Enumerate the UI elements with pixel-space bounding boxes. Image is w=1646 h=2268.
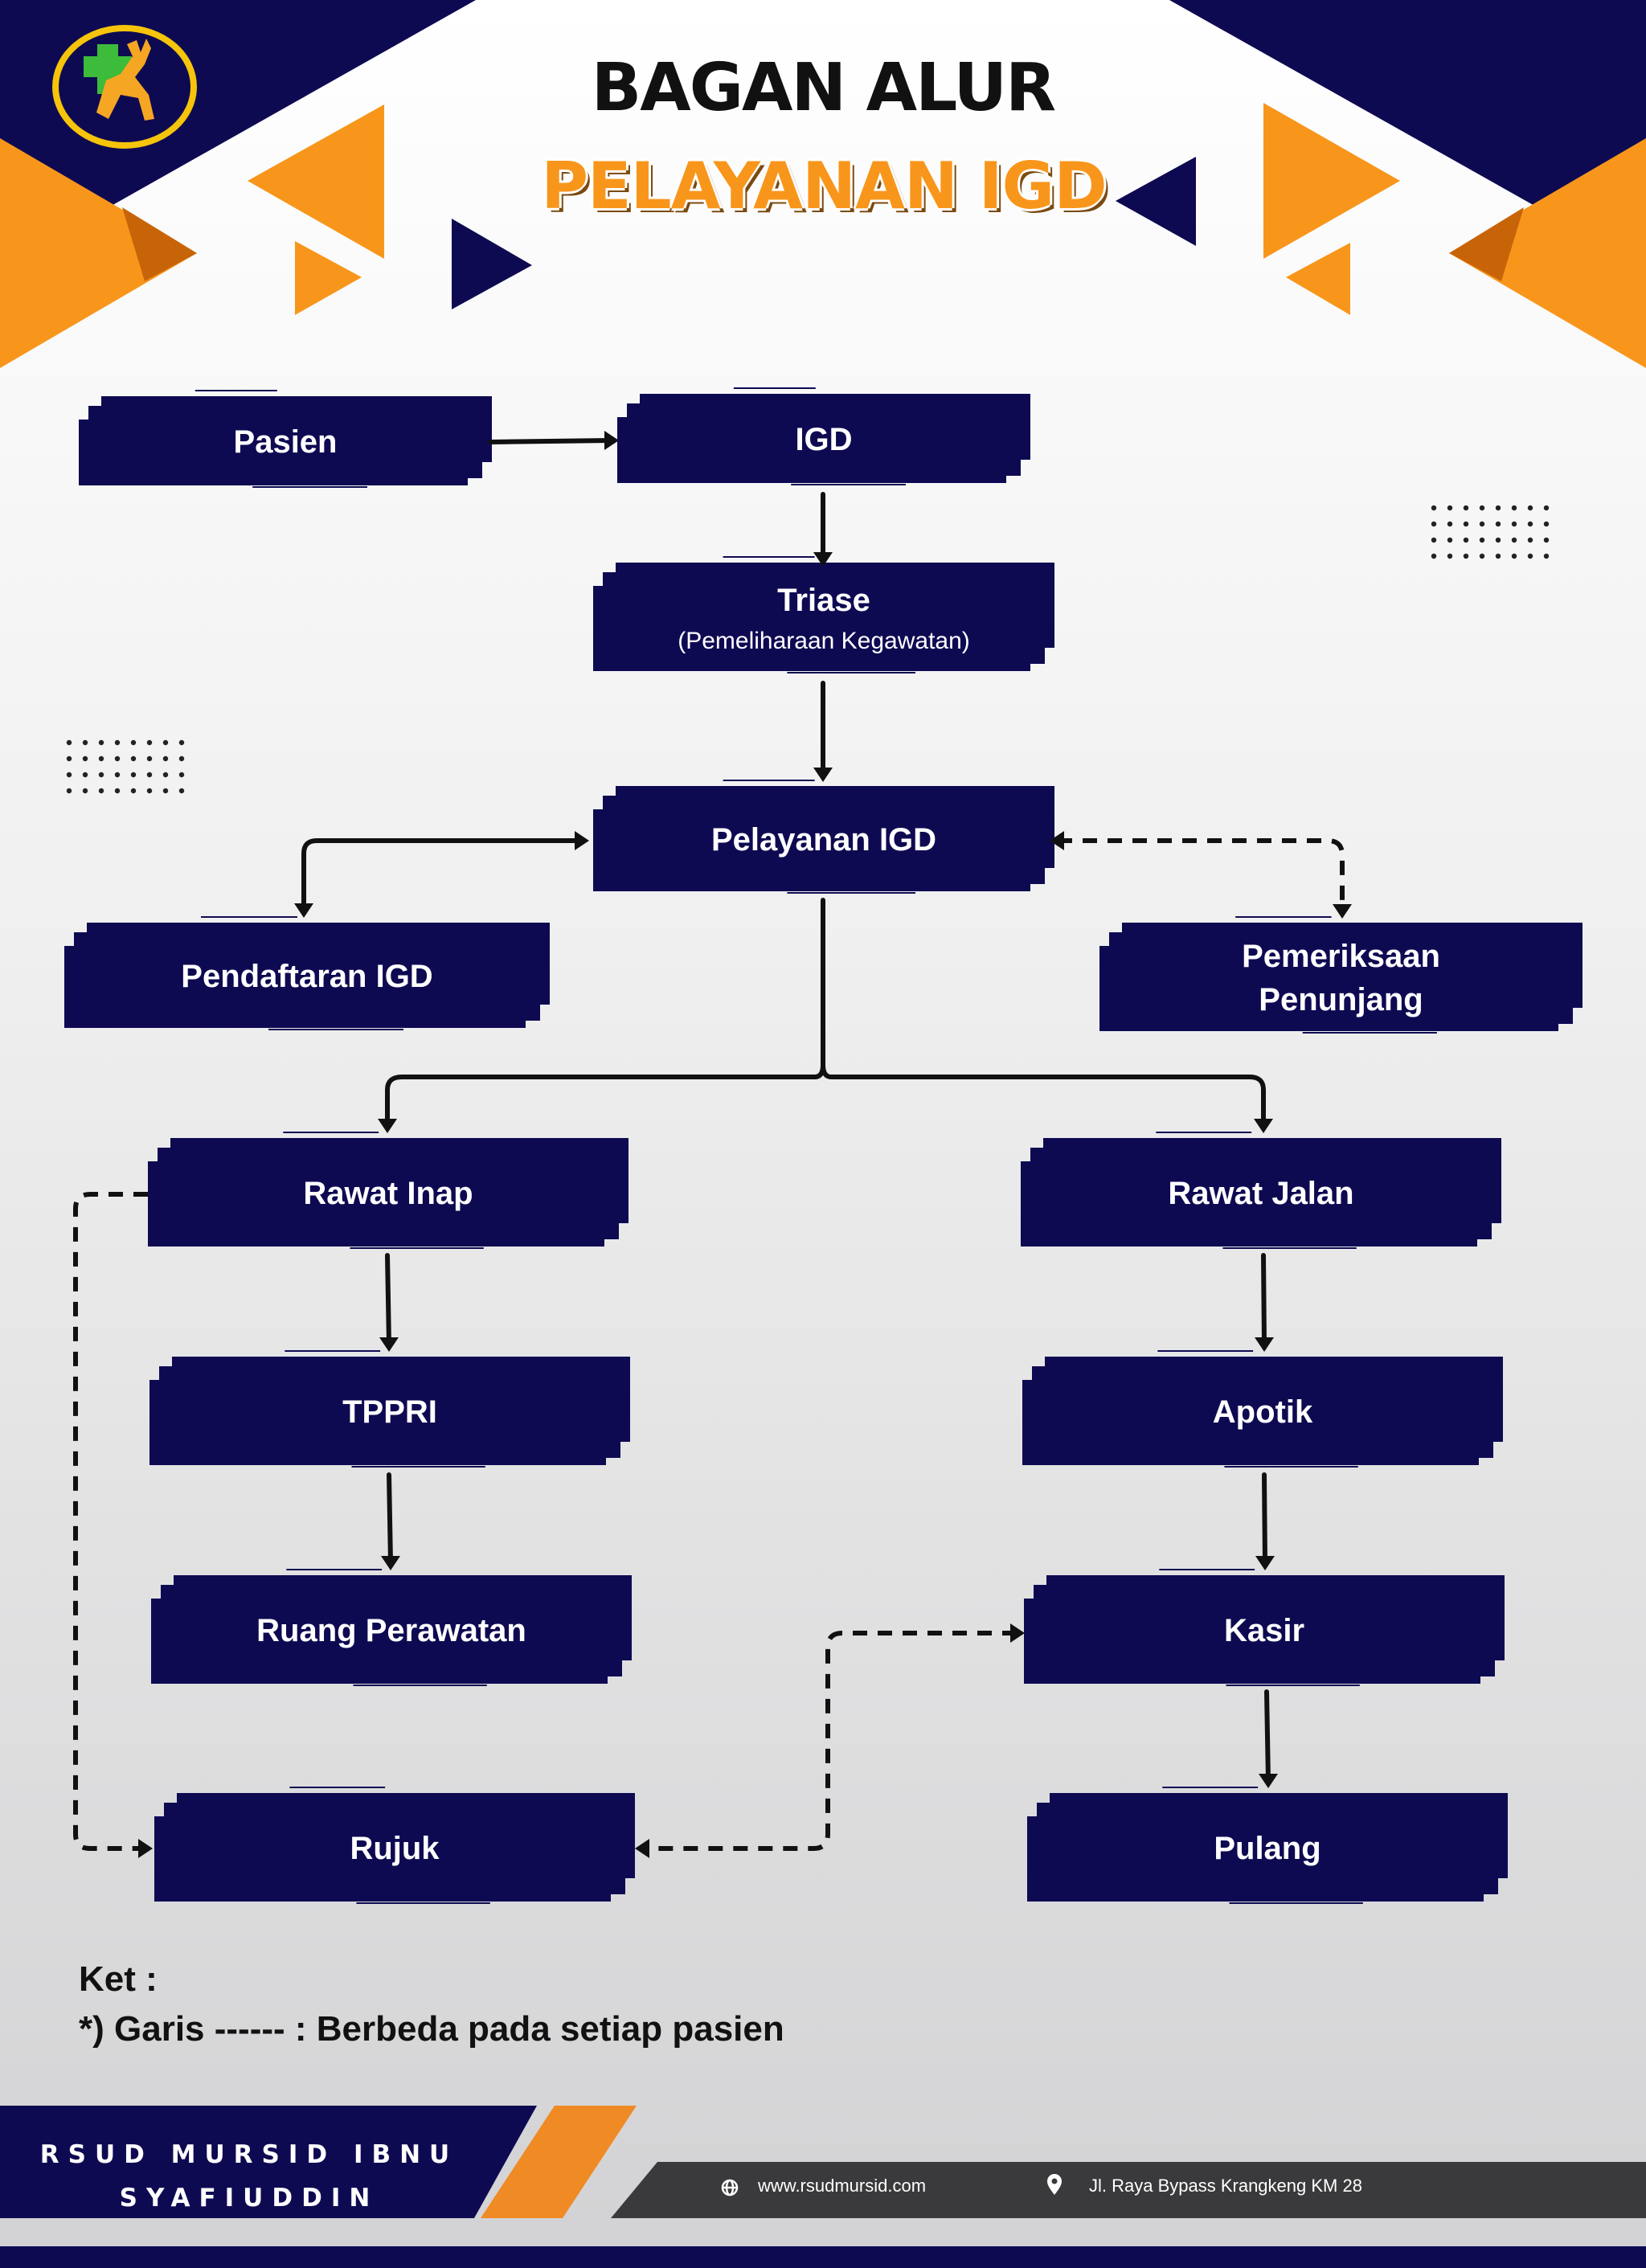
connector-rawat-inap-tppri [385, 1253, 391, 1346]
node-box-shape [148, 1132, 629, 1249]
node-box-shape [1099, 916, 1583, 1034]
node-box-shape [154, 1787, 635, 1904]
location-pin-icon [1047, 2174, 1062, 2195]
node-pulang: Pulang [1029, 1799, 1506, 1898]
node-apotik-label: Apotik [1212, 1394, 1313, 1430]
connector-dashed-rujuk-left [73, 1192, 148, 1851]
legend-note: *) Garis ------ : Berbeda pada setiap pa… [79, 2009, 784, 2049]
node-box-shape [151, 1569, 632, 1686]
node-pasien-label: Pasien [233, 424, 338, 460]
node-triase: Triase (Pemeliharaan Kegawatan) [595, 568, 1053, 668]
node-triase-sublabel: (Pemeliharaan Kegawatan) [678, 627, 970, 654]
node-box-shape [1024, 1569, 1505, 1686]
node-box-shape [617, 387, 1030, 485]
node-pelayanan-igd: Pelayanan IGD [595, 792, 1053, 888]
node-box-shape [64, 916, 550, 1030]
node-box-shape [1022, 1350, 1503, 1468]
connector-tppri-ruang [387, 1472, 393, 1565]
connector-dashed-penunjang [1058, 838, 1345, 911]
node-box-shape [593, 556, 1054, 673]
globe-icon [721, 2179, 739, 2196]
node-box-shape [1027, 1787, 1508, 1904]
page-subtitle: PELAYANAN IGD [541, 149, 1107, 223]
node-kasir-label: Kasir [1223, 1613, 1305, 1648]
page-title: BAGAN ALUR [591, 50, 1056, 126]
node-box-shape [1021, 1132, 1501, 1249]
connector-dashed-kasir-rujuk [643, 1631, 1017, 1851]
connector-pelayanan-split [385, 898, 1266, 1128]
node-igd: IGD [619, 399, 1029, 480]
node-tppri-label: TPPRI [342, 1394, 437, 1430]
node-rawat-inap-label: Rawat Inap [303, 1176, 473, 1211]
legend-heading: Ket : [79, 1959, 158, 1999]
footer-org-name: RSUD MURSID IBNU SYAFIUDDIN [39, 2140, 459, 2213]
node-pendaftaran-igd-label: Pendaftaran IGD [181, 959, 433, 994]
node-pelayanan-igd-label: Pelayanan IGD [710, 822, 937, 858]
node-rujuk: Rujuk [156, 1799, 633, 1898]
connector-apotik-kasir [1262, 1472, 1267, 1565]
node-box-shape [79, 390, 492, 488]
node-pulang-label: Pulang [1214, 1831, 1321, 1866]
node-kasir: Kasir [1026, 1581, 1503, 1681]
node-box-shape [149, 1350, 630, 1468]
footer-website[interactable]: www.rsudmursid.com [758, 2176, 927, 2196]
footer-address: Jl. Raya Bypass Krangkeng KM 28 [1089, 2176, 1362, 2196]
node-rawat-jalan: Rawat Jalan [1022, 1144, 1500, 1243]
connector-pelayanan-pendaftaran [301, 838, 583, 912]
node-tppri: TPPRI [151, 1362, 629, 1462]
node-rujuk-label: Rujuk [350, 1831, 440, 1866]
node-box-shape [593, 780, 1054, 894]
connector-kasir-pulang [1264, 1689, 1271, 1783]
node-ruang-perawatan-label: Ruang Perawatan [256, 1613, 526, 1648]
node-pasien: Pasien [80, 402, 490, 482]
node-pemeriksaan-penunjang: Pemeriksaan Penunjang [1101, 928, 1581, 1028]
node-triase-label: Triase [777, 582, 870, 618]
node-pemeriksaan-penunjang-label: Pemeriksaan Penunjang [1242, 939, 1440, 1017]
node-pendaftaran-igd: Pendaftaran IGD [66, 928, 548, 1025]
node-rawat-inap: Rawat Inap [149, 1144, 627, 1243]
connector-rawat-jalan-apotik [1261, 1253, 1267, 1346]
connector-pasien-igd [488, 438, 613, 444]
node-igd-label: IGD [795, 422, 853, 457]
node-rawat-jalan-label: Rawat Jalan [1168, 1176, 1354, 1211]
node-apotik: Apotik [1024, 1362, 1501, 1462]
node-ruang-perawatan: Ruang Perawatan [153, 1581, 630, 1681]
